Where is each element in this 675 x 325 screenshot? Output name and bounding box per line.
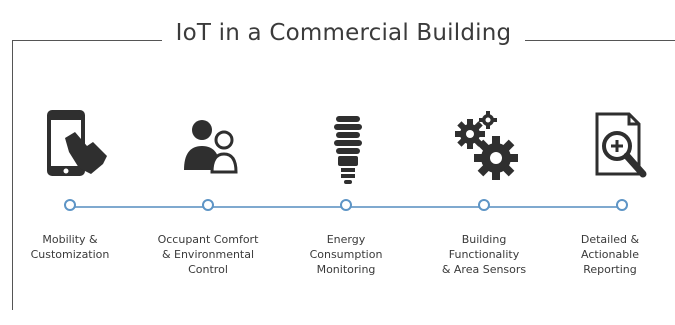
timeline-node [478, 199, 490, 211]
timeline-node [616, 199, 628, 211]
frame-line-right [525, 40, 675, 41]
step-label-energy: Energy Consumption Monitoring [309, 233, 383, 276]
step-label-occupant-comfort: Occupant Comfort & Environmental Control [157, 233, 259, 276]
step-label-reporting: Detailed & Actionable Reporting [580, 233, 640, 276]
timeline-node [64, 199, 76, 211]
frame-line-vertical [12, 40, 13, 310]
frame-line-left [12, 40, 162, 41]
gears-icon [455, 111, 518, 180]
step-label-building-functionality: Building Functionality & Area Sensors [441, 233, 527, 276]
step-label-mobility: Mobility & Customization [30, 233, 110, 261]
smartphone-touch-icon [47, 110, 107, 176]
timeline-node [202, 199, 214, 211]
occupants-icon [184, 120, 238, 174]
timeline-node [340, 199, 352, 211]
lightbulb-icon [334, 116, 362, 184]
report-magnifier-icon [595, 112, 647, 178]
diagram-title: IoT in a Commercial Building [175, 20, 512, 46]
